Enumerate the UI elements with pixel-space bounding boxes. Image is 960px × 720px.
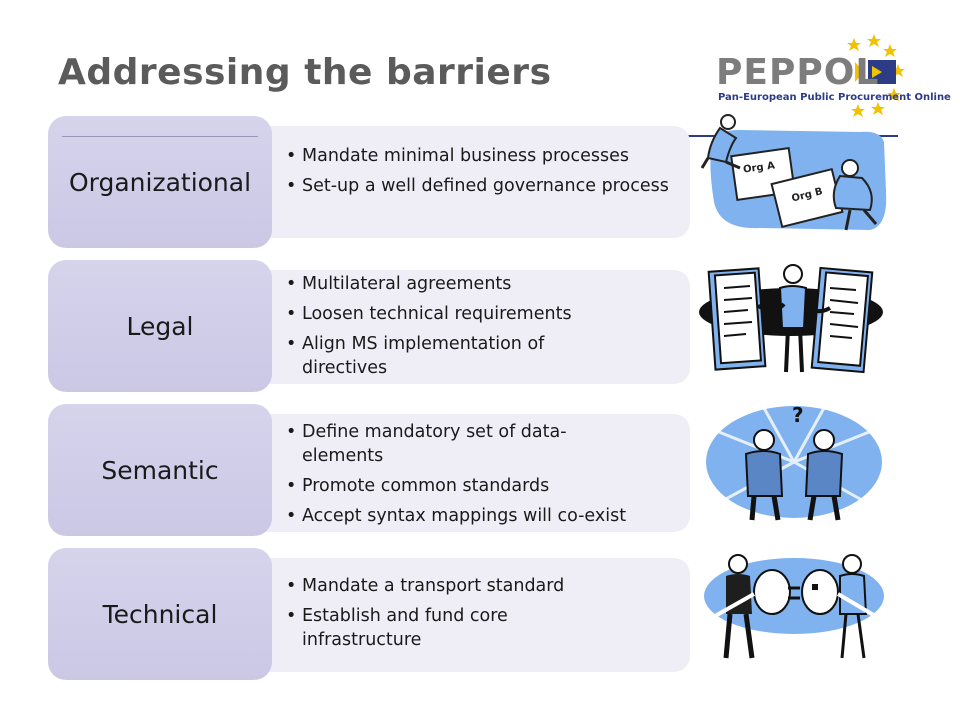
row-label-technical: Technical xyxy=(48,548,272,680)
logo-tagline: Pan-European Public Procurement Online xyxy=(718,92,951,103)
question-mark-icon: ? xyxy=(792,403,804,427)
documents-clipart xyxy=(696,258,886,392)
bullet: Define mandatory set of data-elements xyxy=(286,420,690,468)
row-label-organizational: Organizational xyxy=(48,116,272,248)
bullet: Mandate minimal business processes xyxy=(286,144,690,168)
plug-clipart xyxy=(698,544,890,674)
puzzle-clipart: Org A Org B xyxy=(700,112,890,246)
row-content-semantic: Define mandatory set of data-elements Pr… xyxy=(260,414,690,532)
bullet: Set-up a well defined governance process xyxy=(286,174,690,198)
logo-wordmark: PEPPOL xyxy=(716,52,880,93)
plug-connection-icon xyxy=(704,554,884,659)
row-label-legal: Legal xyxy=(48,260,272,392)
bullet: Mandate a transport standard xyxy=(286,574,690,598)
row-content-organizational: Mandate minimal business processes Set-u… xyxy=(260,126,690,238)
bullet: Multilateral agreements xyxy=(286,272,690,296)
confused-men-icon: ? xyxy=(706,403,882,521)
eu-stars-icon xyxy=(847,34,905,117)
confused-men-clipart: ? xyxy=(704,400,884,534)
bullet: Loosen technical requirements xyxy=(286,302,690,326)
row-content-technical: Mandate a transport standard Establish a… xyxy=(260,558,690,672)
bullet: Accept syntax mappings will co-exist xyxy=(286,504,690,528)
row-content-legal: Multilateral agreements Loosen technical… xyxy=(260,270,690,384)
row-label-semantic: Semantic xyxy=(48,404,272,536)
slide-title: Addressing the barriers xyxy=(58,52,552,93)
puzzle-piece-label: Org A xyxy=(743,160,776,175)
bullet: Align MS implementation of directives xyxy=(286,332,690,380)
documents-person-icon xyxy=(699,264,883,374)
puzzle-people-icon: Org A Org B xyxy=(700,114,887,231)
peppol-logo: PEPPOL Pan-European Public Procurement O… xyxy=(712,30,951,120)
bullet: Promote common standards xyxy=(286,474,690,498)
bullet: Establish and fund core infrastructure xyxy=(286,604,690,652)
